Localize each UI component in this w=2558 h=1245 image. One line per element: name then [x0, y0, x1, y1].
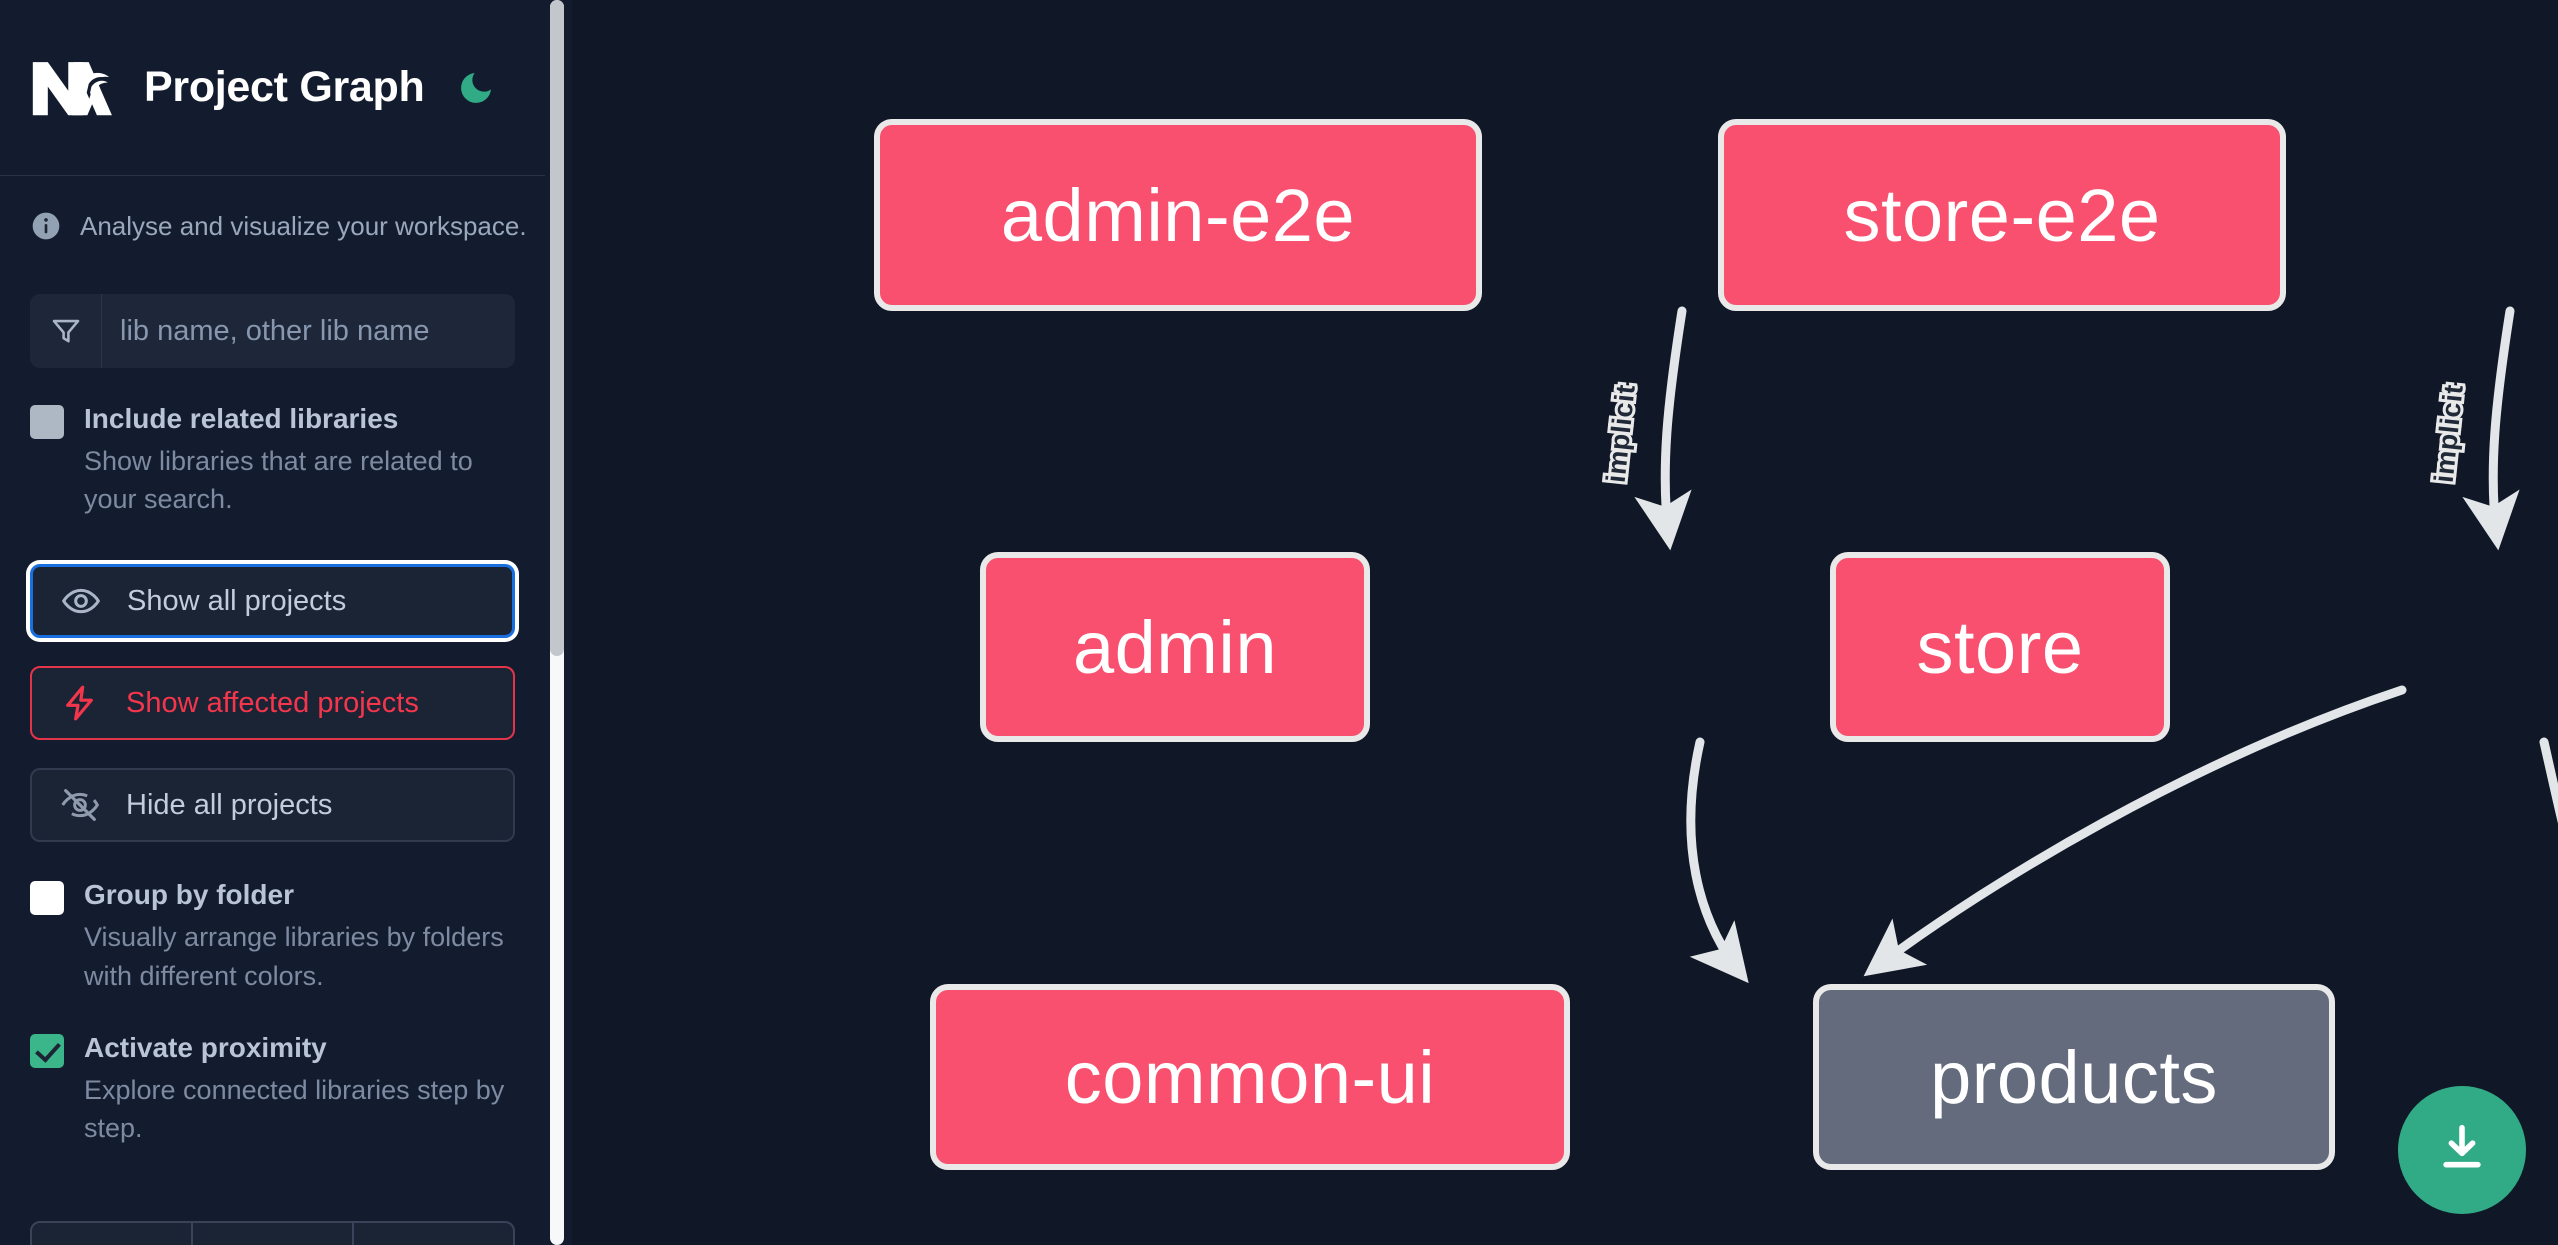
checkbox-include-related-libraries[interactable]: Include related libraries Show libraries… — [0, 400, 545, 518]
sidebar-content: Project Graph Analyse and visualize your… — [0, 0, 545, 1245]
segment-2[interactable] — [193, 1223, 354, 1245]
show-all-projects-button[interactable]: Show all projects — [30, 564, 515, 639]
graph-node-products[interactable]: products — [1813, 984, 2335, 1170]
graph-node-admin-e2e[interactable]: admin-e2e — [874, 119, 1482, 311]
hide-all-projects-button[interactable]: Hide all projects — [30, 768, 515, 843]
graph-node-store[interactable]: store — [1830, 552, 2170, 742]
download-graph-button[interactable] — [2398, 1086, 2526, 1214]
segment-1[interactable] — [32, 1223, 193, 1245]
edge-admin-common-ui — [1686, 737, 1749, 984]
workspace-info-text: Analyse and visualize your workspace. — [80, 210, 527, 241]
checkbox-description: Explore connected libraries step by step… — [84, 1074, 505, 1144]
download-icon — [2433, 1119, 2491, 1182]
graph-node-store-e2e[interactable]: store-e2e — [1718, 119, 2286, 311]
button-label: Show affected projects — [126, 686, 419, 719]
checkbox-box[interactable] — [30, 405, 64, 439]
workspace-info: Analyse and visualize your workspace. — [0, 176, 545, 242]
search-input[interactable] — [102, 294, 515, 368]
checkbox-label: Include related libraries — [84, 403, 399, 434]
search-field[interactable] — [30, 294, 515, 368]
nx-logo-icon — [30, 58, 112, 118]
segment-3[interactable] — [354, 1223, 513, 1245]
edge-store-common-ui — [1863, 685, 2407, 977]
graph-canvas[interactable]: implicit implicit admin-e2e store-e2e ad… — [572, 0, 2558, 1245]
page-title: Project Graph — [144, 63, 425, 111]
segmented-control[interactable] — [30, 1221, 515, 1245]
sidebar: Project Graph Analyse and visualize your… — [0, 0, 572, 1245]
checkbox-label: Activate proximity — [84, 1031, 327, 1063]
sidebar-scrollbar-thumb[interactable] — [550, 0, 564, 656]
checkbox-description: Visually arrange libraries by folders wi… — [84, 922, 504, 991]
project-visibility-buttons: Show all projects Show affected projects — [30, 564, 515, 843]
sidebar-header: Project Graph — [0, 0, 545, 176]
moon-icon[interactable] — [456, 68, 496, 108]
checkbox-group-by-folder[interactable]: Group by folder Visually arrange librari… — [0, 876, 545, 994]
checkbox-box[interactable] — [30, 1033, 64, 1068]
checkbox-activate-proximity[interactable]: Activate proximity Explore connected lib… — [0, 1029, 545, 1147]
info-circle-icon — [30, 210, 62, 242]
checkbox-label: Group by folder — [84, 879, 294, 911]
edge-store-e2e-store — [2462, 306, 2520, 551]
checkbox-description: Show libraries that are related to your … — [84, 445, 473, 515]
edge-admin-e2e-admin — [1634, 306, 1692, 551]
lightning-bolt-icon — [60, 683, 100, 723]
graph-node-common-ui[interactable]: common-ui — [930, 984, 1570, 1170]
eye-icon — [61, 581, 101, 621]
eye-off-icon — [60, 785, 100, 825]
graph-node-admin[interactable]: admin — [980, 552, 1370, 742]
graph-edges — [1634, 306, 2558, 984]
show-affected-projects-button[interactable]: Show affected projects — [30, 666, 515, 741]
checkbox-box[interactable] — [30, 881, 64, 916]
filter-funnel-icon — [30, 294, 102, 368]
button-label: Show all projects — [127, 584, 347, 617]
edge-store-products — [2539, 737, 2558, 825]
button-label: Hide all projects — [126, 788, 333, 821]
